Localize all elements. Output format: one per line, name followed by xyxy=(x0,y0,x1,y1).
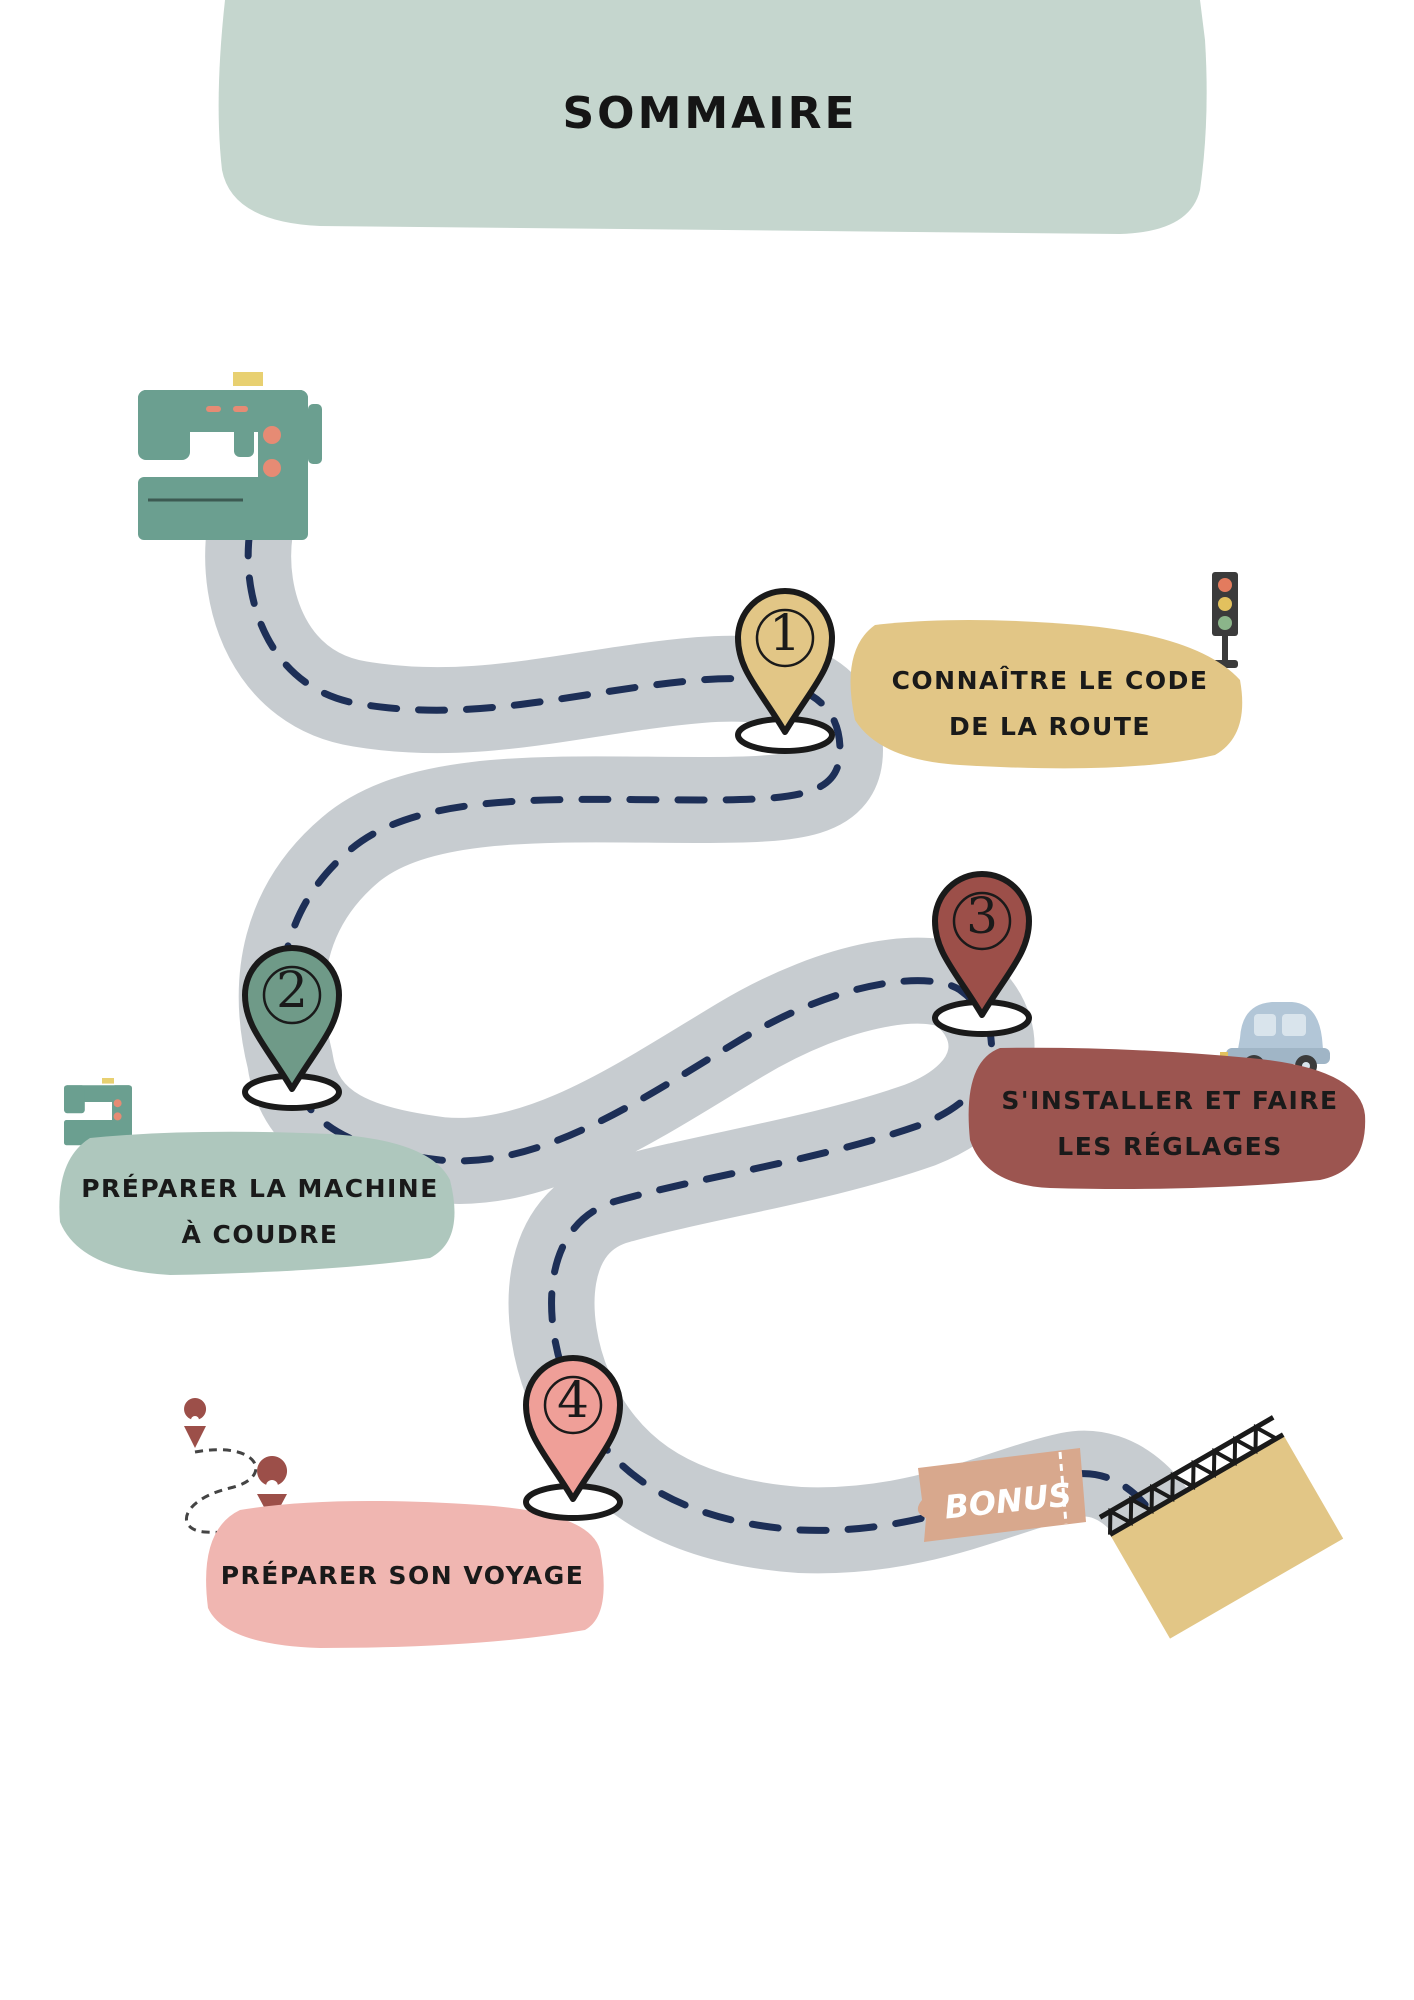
step-1-label[interactable]: Connaître le code de la route xyxy=(870,658,1230,750)
sewing-machine-icon xyxy=(138,372,322,540)
label-blob-2 xyxy=(59,1131,455,1275)
page-title: SOMMAIRE xyxy=(562,88,858,139)
map-pin-icon xyxy=(184,1398,207,1448)
step-2-line-2: à coudre xyxy=(181,1220,339,1249)
pin-2 xyxy=(242,945,342,1111)
step-4-line-1: Préparer son voyage xyxy=(220,1561,585,1590)
pin-4 xyxy=(523,1355,623,1521)
step-1-number: 1 xyxy=(769,604,801,662)
step-3-label[interactable]: S'installer et faire les réglages xyxy=(985,1078,1355,1170)
step-2-line-1: Préparer la machine xyxy=(81,1174,439,1203)
pin-1 xyxy=(735,588,835,754)
label-blob-3 xyxy=(968,1047,1366,1189)
ticket-icon xyxy=(917,1448,1086,1542)
step-4-number: 4 xyxy=(557,1371,589,1429)
sewing-machine-small-icon xyxy=(64,1078,132,1146)
step-1-line-1: Connaître le code xyxy=(891,666,1209,695)
road-dashes xyxy=(244,526,1179,1564)
traffic-light-icon xyxy=(1212,572,1238,668)
title-band xyxy=(218,0,1207,234)
label-blob-4 xyxy=(206,1501,604,1648)
pin-3 xyxy=(932,871,1032,1037)
step-2-label[interactable]: Préparer la machine à coudre xyxy=(70,1166,450,1258)
step-1-line-2: de la route xyxy=(949,712,1151,741)
step-2-number: 2 xyxy=(276,961,308,1019)
bridge-icon xyxy=(1098,1415,1344,1639)
step-3-line-2: les réglages xyxy=(1057,1132,1283,1161)
step-4-label[interactable]: Préparer son voyage xyxy=(215,1553,590,1599)
step-3-number: 3 xyxy=(966,887,998,945)
label-blob-1 xyxy=(850,620,1243,769)
step-3-line-1: S'installer et faire xyxy=(1001,1086,1339,1115)
